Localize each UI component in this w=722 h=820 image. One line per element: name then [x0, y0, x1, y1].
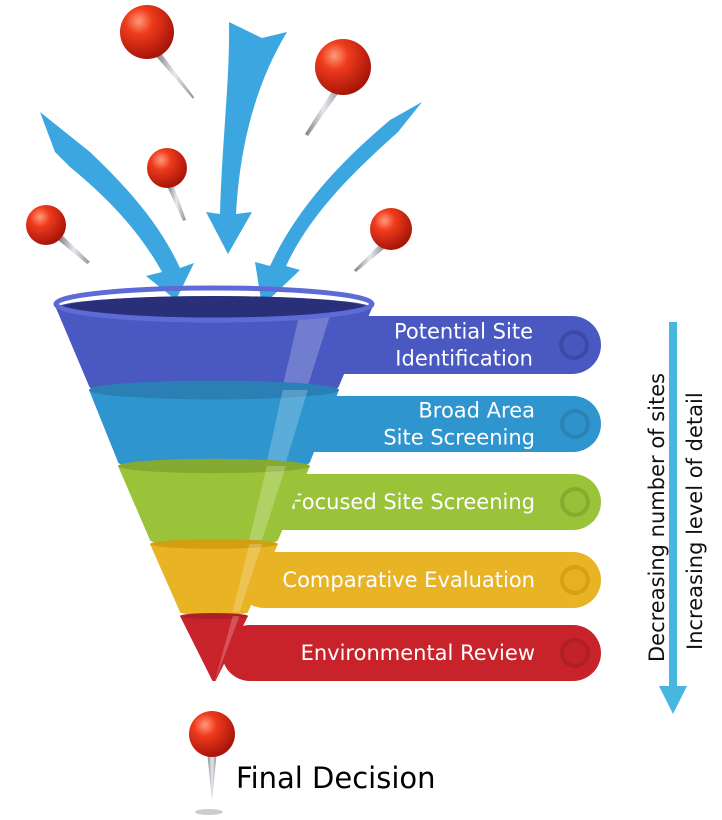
funnel	[53, 285, 375, 681]
push-pin-icon	[305, 39, 371, 136]
funnel-segment	[150, 539, 278, 616]
side-arrow-shaft	[669, 322, 677, 690]
funnel-segment-body	[150, 544, 278, 616]
stage-bar-dot-inner	[563, 334, 585, 356]
stage-label: Broad Area	[418, 399, 535, 423]
stage-bar: Comparative Evaluation	[236, 552, 601, 608]
push-pin-icon	[147, 148, 187, 221]
inflow-arrow-icon	[40, 112, 194, 300]
stage-label: Focused Site Screening	[290, 490, 535, 514]
stage-bar-dot-inner	[564, 413, 586, 435]
funnel-gloss	[215, 616, 240, 680]
inflow-arrows	[40, 22, 422, 306]
push-pin-icon	[120, 5, 194, 99]
funnel-gloss	[266, 390, 308, 462]
inflow-arrow-icon	[255, 102, 422, 306]
funnel-segment-body	[180, 616, 248, 681]
funnel-segment	[118, 458, 310, 547]
side-label-increasing: Increasing level of detail	[683, 392, 707, 650]
stage-label: Environmental Review	[301, 641, 535, 665]
funnel-segment-body	[56, 308, 372, 399]
funnel-gloss	[282, 308, 333, 386]
stage-bar-body	[280, 396, 601, 452]
stage-bar-dot-inner	[564, 642, 586, 664]
side-label-decreasing: Decreasing number of sites	[645, 373, 669, 662]
stage-label: Potential Site	[394, 320, 533, 344]
funnel-opening-rim	[53, 285, 375, 323]
final-decision-label: Final Decision	[236, 761, 436, 795]
funnel-opening	[62, 296, 366, 320]
down-arrow-icon	[659, 686, 687, 714]
stage-bar: Environmental Review	[222, 625, 601, 681]
push-pin-icon	[26, 205, 90, 264]
stage-bar-dot-inner	[564, 569, 586, 591]
stage-bar-body	[222, 625, 601, 681]
funnel-segment-rim	[180, 613, 248, 619]
stage-label: Comparative Evaluation	[282, 568, 535, 592]
stage-label: Identification	[395, 347, 533, 371]
push-pin-icon	[354, 208, 412, 272]
side-indicator: Decreasing number of sites Increasing le…	[645, 322, 707, 714]
inflow-arrow-icon	[206, 22, 287, 254]
funnel-segment	[180, 613, 248, 681]
funnel-segment-body	[89, 390, 339, 472]
stage-label: Site Screening	[383, 426, 535, 450]
funnel-gloss	[249, 466, 286, 540]
final-pin	[189, 711, 235, 815]
stage-bar-body	[250, 474, 601, 530]
funnel-segment-rim	[118, 458, 310, 474]
funnel-segment-rim	[89, 380, 339, 400]
push-pins	[26, 5, 412, 272]
funnel-segment-body	[118, 466, 310, 547]
funnel-gloss	[232, 544, 262, 612]
funnel-segment-rim	[150, 539, 278, 549]
stage-bar-dot-inner	[564, 491, 586, 513]
stage-bar: Focused Site Screening	[250, 474, 601, 530]
stage-bar-body	[236, 552, 601, 608]
stage-bar-body	[300, 316, 601, 374]
funnel-segment	[89, 380, 339, 472]
